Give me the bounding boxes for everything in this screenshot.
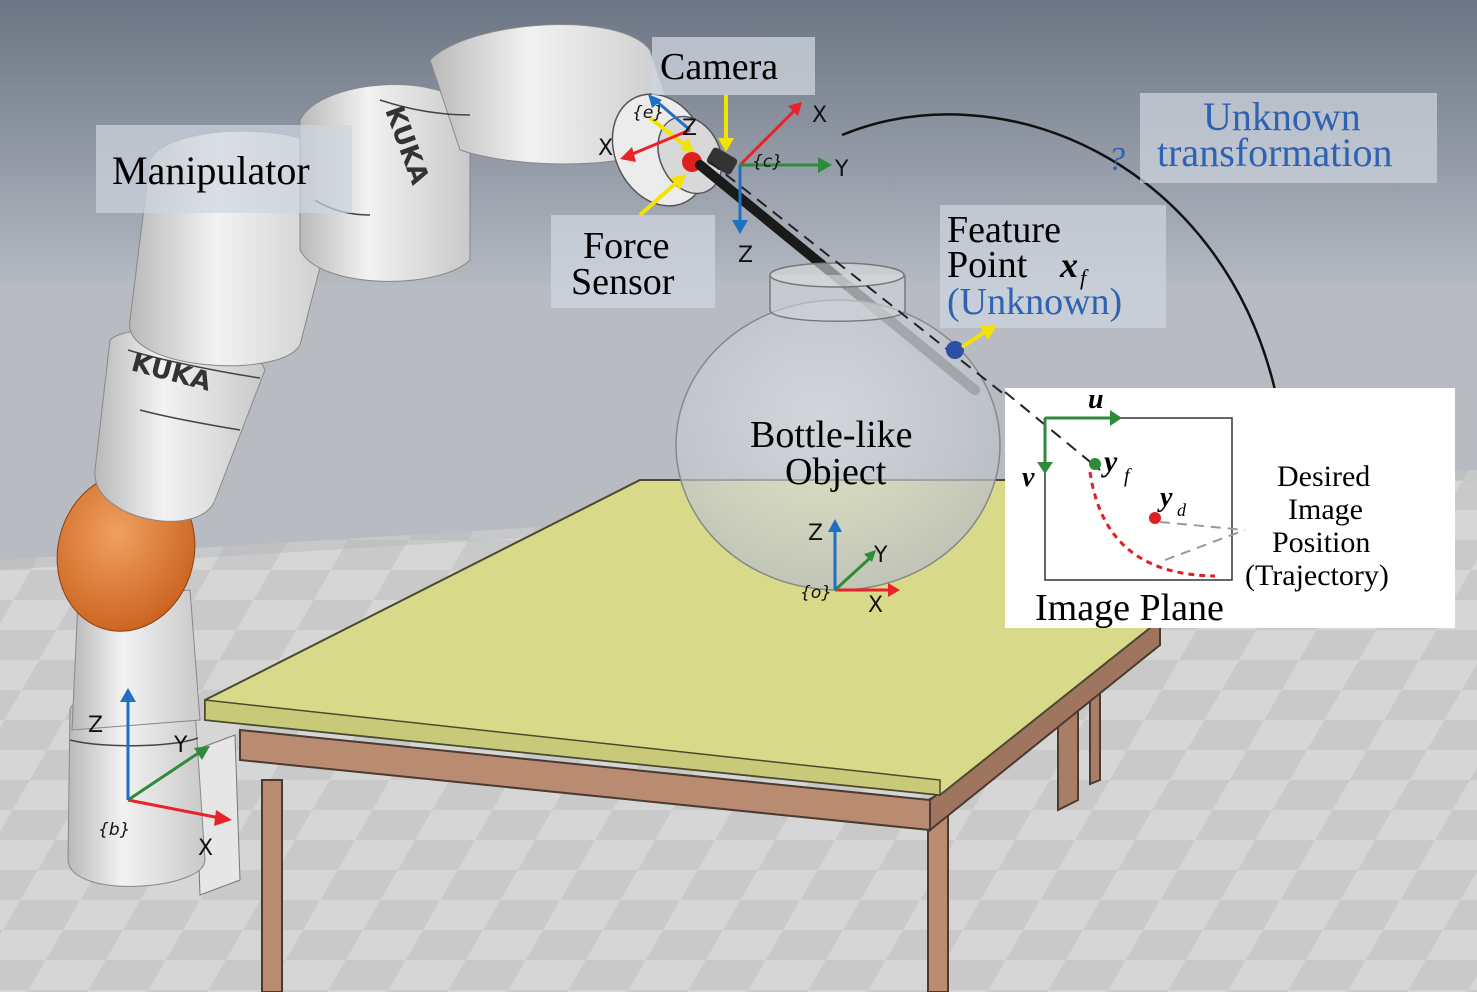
camera-frame: X Y Z {c}	[732, 102, 849, 268]
desired-label-line1: Desired	[1277, 460, 1370, 493]
feature-point-subscript: f	[1080, 265, 1089, 290]
feature-label-bg	[940, 205, 1166, 328]
yd-point	[1149, 512, 1161, 524]
unknown-transformation-arc	[841, 113, 1277, 391]
frame-c-z-label: Z	[738, 243, 753, 268]
yd-subscript: d	[1177, 500, 1187, 520]
question-mark: ?	[1108, 141, 1125, 178]
unknown-transformation-line1: Unknown	[1203, 94, 1361, 139]
image-plane-rect	[1044, 417, 1233, 581]
desired-label-line4: (Trajectory)	[1245, 559, 1389, 592]
unknown-transformation-line2: transformation	[1157, 130, 1393, 175]
frame-o-z-label: Z	[808, 521, 823, 546]
end-effector-frame: X Z {e}	[598, 94, 697, 162]
feature-point-label-line1: Feature	[947, 209, 1061, 251]
frame-c-y-label: Y	[834, 157, 849, 182]
frame-e-x-label: X	[598, 136, 613, 161]
v-axis-label: v	[1022, 462, 1035, 493]
feature-point-symbol: x	[1059, 245, 1078, 285]
frame-b-y-label: Y	[173, 733, 188, 758]
image-plane-label: Image Plane	[1035, 587, 1224, 629]
desired-trajectory	[1088, 471, 1216, 578]
feature-point-label-line2: Point	[947, 244, 1028, 286]
frame-b-z-label: Z	[88, 713, 103, 738]
bottle-label-line2: Object	[785, 451, 887, 493]
frame-c-x-label: X	[812, 103, 827, 128]
unknown-label-bg	[1140, 93, 1437, 183]
manipulator-label: Manipulator	[112, 148, 310, 193]
yf-subscript: f	[1124, 465, 1132, 487]
frame-b-name: {b}	[98, 820, 130, 840]
manipulator-label-bg	[96, 125, 352, 213]
frame-e-z-label: Z	[682, 116, 697, 141]
camera-label-bg	[652, 37, 815, 95]
table-leg	[261, 779, 283, 992]
yd-symbol: y	[1157, 482, 1173, 513]
desired-label-line2: Image	[1288, 493, 1363, 526]
yf-symbol: y	[1101, 445, 1118, 478]
force-sensor-label-bg	[551, 215, 715, 308]
yf-point	[1089, 458, 1101, 470]
camera-label: Camera	[660, 46, 778, 88]
force-sensor-label-line2: Sensor	[571, 261, 675, 303]
feature-point-label-line3: (Unknown)	[947, 281, 1122, 323]
object-frame: X Y Z {o}	[800, 519, 900, 618]
frame-o-y-label: Y	[873, 543, 888, 568]
u-axis-label: u	[1088, 384, 1104, 415]
desired-label-line3: Position	[1272, 526, 1370, 559]
projection-line	[709, 161, 1101, 471]
force-sensor-label-line1: Force	[583, 225, 670, 267]
bottle-label-line1: Bottle-like	[750, 414, 913, 456]
frame-b-x-label: X	[198, 836, 213, 861]
frame-c-name: {c}	[752, 152, 783, 172]
image-plane-panel	[1005, 388, 1455, 628]
frame-o-x-label: X	[868, 593, 883, 618]
feature-point-marker	[946, 341, 964, 359]
frame-e-name: {e}	[632, 103, 664, 123]
frame-o-name: {o}	[800, 583, 832, 603]
base-frame: X Y Z {b}	[88, 688, 232, 861]
pointer-arrows	[638, 95, 997, 349]
